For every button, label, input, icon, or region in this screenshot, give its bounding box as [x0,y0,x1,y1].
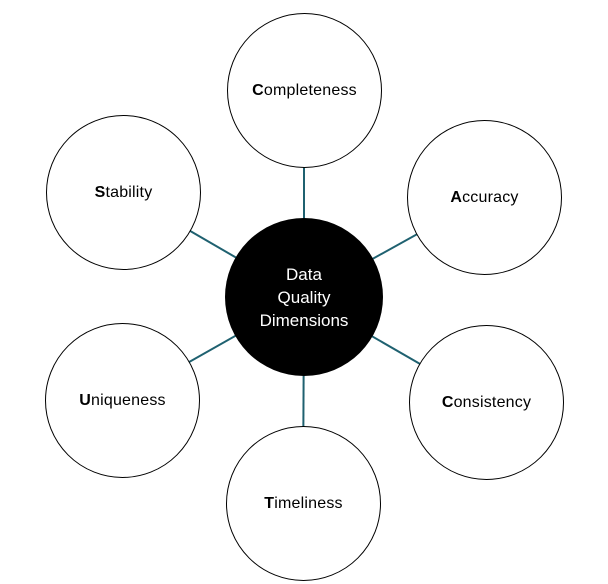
node-label-rest: onsistency [453,393,532,411]
node-label-uniqueness: Uniqueness [79,392,166,410]
node-circle-completeness: Completeness [227,13,382,168]
node-label-rest: niqueness [91,391,166,409]
node-label-completeness: Completeness [252,82,357,100]
node-circle-timeliness: Timeliness [226,426,381,581]
hub-circle-data-quality-dimensions: Data Quality Dimensions [225,218,383,376]
hub-label-line: Dimensions [259,310,349,330]
hub-label-line: Quality [277,287,331,307]
node-label-initial: U [79,391,91,409]
node-label-rest: ompleteness [263,81,357,99]
node-label-initial: T [264,494,275,512]
node-label-initial: S [94,183,106,201]
hub-label-line: Data [286,264,322,284]
node-circle-accuracy: Accuracy [407,120,562,275]
node-label-stability: Stability [95,184,153,202]
node-circle-consistency: Consistency [409,325,564,480]
node-label-initial: C [252,81,264,99]
node-label-rest: tability [105,183,153,201]
node-label-rest: ccuracy [462,188,519,206]
node-label-initial: C [441,393,454,411]
node-label-consistency: Consistency [442,394,531,412]
node-label-initial: A [450,188,463,206]
node-circle-uniqueness: Uniqueness [45,323,200,478]
node-label-timeliness: Timeliness [264,495,342,513]
node-label-accuracy: Accuracy [450,189,518,207]
node-circle-stability: Stability [46,115,201,270]
node-label-rest: imeliness [274,494,343,512]
